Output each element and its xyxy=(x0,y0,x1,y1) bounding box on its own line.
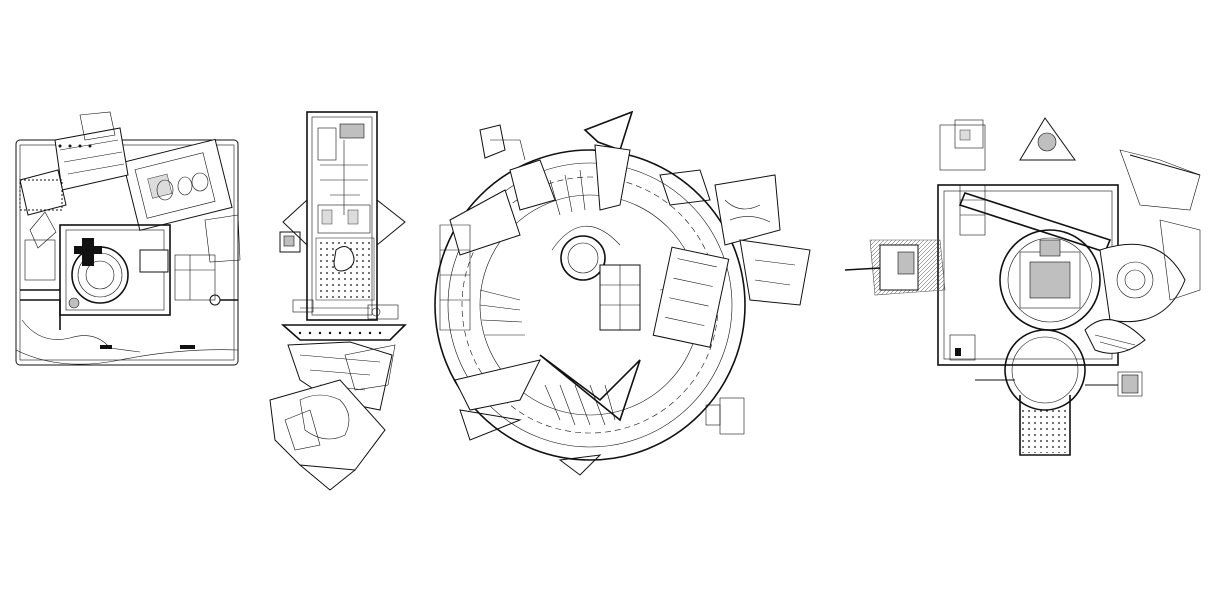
plan-2-tall-collage xyxy=(269,111,407,491)
plan-3-circular-collage xyxy=(434,110,811,476)
plan-1-rectangular-collage xyxy=(15,111,241,366)
plan-4-rotunda-collage xyxy=(844,117,1201,456)
